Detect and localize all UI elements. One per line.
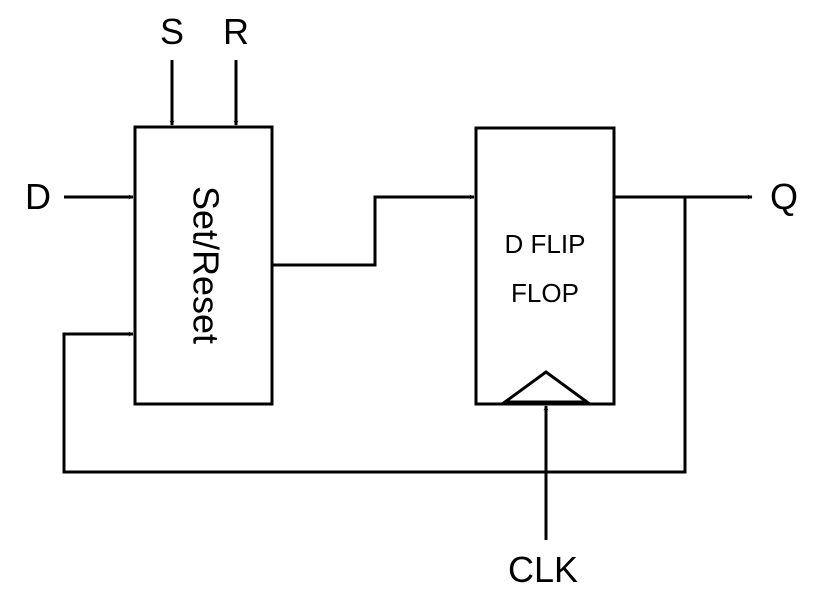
set-reset-to-flipflop-wire: [272, 194, 475, 267]
feedback-wire: [62, 197, 687, 474]
r-input-label: R: [223, 11, 249, 52]
d-flip-flop-block: [474, 126, 616, 406]
q-output-label: Q: [770, 176, 798, 217]
clock-edge-triangle: [500, 370, 592, 404]
d-input-label: D: [25, 176, 51, 217]
flip-flop-label-line1: D FLIP: [505, 229, 586, 259]
set-reset-label: Set/Reset: [185, 186, 226, 344]
s-input-label: S: [160, 11, 184, 52]
flip-flop-label-line2: FLOP: [511, 278, 579, 308]
clock-label: CLK: [508, 549, 578, 590]
set-reset-block: [133, 125, 274, 406]
